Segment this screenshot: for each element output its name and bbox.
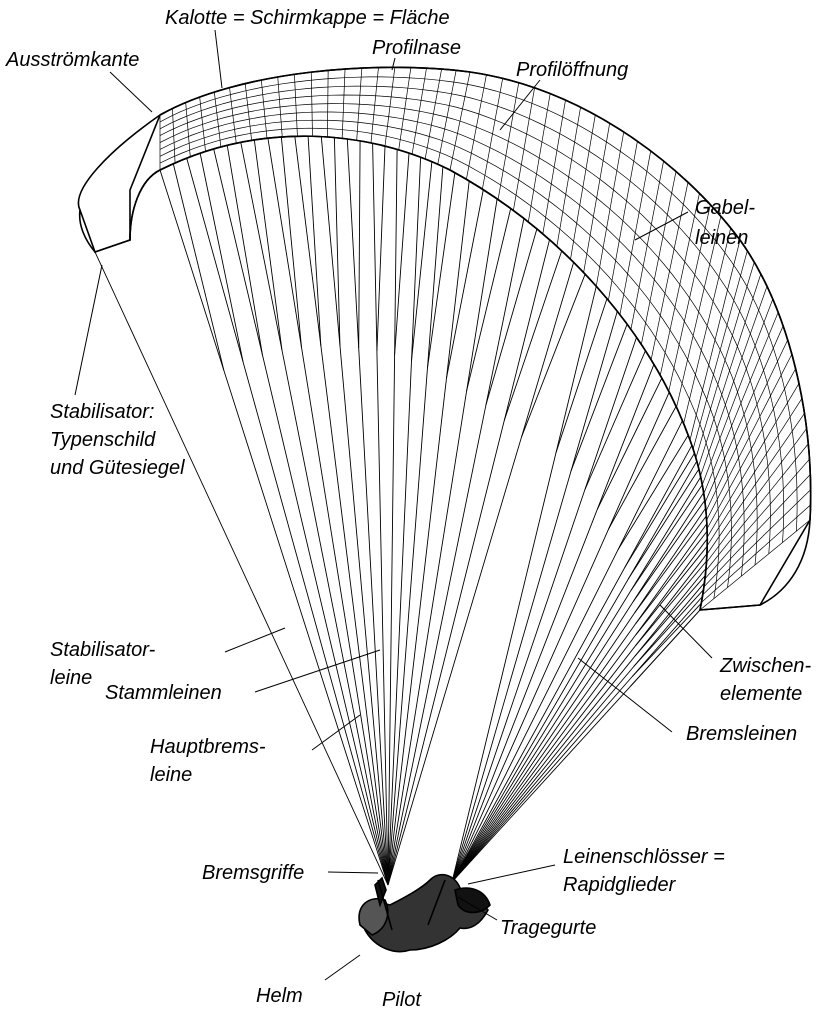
cascade-line (625, 453, 695, 567)
cascade-line (504, 251, 561, 421)
suspension-line (452, 524, 707, 882)
label-hauptbremsleine-2: leine (150, 764, 192, 786)
stabilizer-line (95, 252, 388, 885)
suspension-line (241, 142, 388, 885)
label-tragegurte: Tragegurte (500, 917, 596, 939)
label-profilnase: Profilnase (372, 37, 461, 59)
suspension-line (452, 508, 706, 882)
suspension-line (452, 554, 707, 882)
cascade-line (556, 299, 607, 453)
suspension-line (452, 477, 701, 882)
leader-leinenschloesser (468, 865, 555, 884)
suspension-line (321, 137, 388, 885)
suspension-line (452, 445, 692, 882)
label-stammleinen: Stammleinen (105, 682, 222, 704)
canopy-chord-line (160, 112, 744, 576)
label-zwischenelemente-2: elemente (720, 683, 802, 705)
label-stabilisatorleine-2: leine (50, 667, 92, 689)
suspension-line (187, 158, 388, 885)
label-stabilisatorleine-1: Stabilisator- (50, 639, 156, 661)
pilot-figure (359, 875, 490, 952)
label-stabilisator-3: und Gütesiegel (50, 457, 185, 479)
stabilizer-left (80, 115, 160, 252)
cascade-line (635, 531, 707, 624)
cascade-line (377, 146, 385, 351)
suspension-line (452, 597, 702, 883)
suspension-line (452, 311, 617, 882)
cascade-line (467, 209, 511, 391)
label-ausstroemkante: Ausströmkante (5, 49, 139, 71)
canopy-chord-line (160, 77, 797, 531)
label-leinenschloesser-1: Leinenschlösser = (563, 846, 725, 868)
canopy-chord-line (160, 120, 731, 587)
suspension-line (295, 136, 388, 885)
leader-bremsgriffe (328, 872, 378, 873)
cascade-line (200, 153, 243, 361)
suspension-line (452, 461, 697, 882)
leader-kalotte (215, 30, 222, 88)
suspension-line (160, 170, 388, 885)
label-stabilisator-1: Stabilisator: (50, 401, 155, 423)
cascade-line (585, 351, 646, 490)
label-pilot: Pilot (382, 989, 422, 1011)
suspension-line (388, 219, 524, 885)
label-helm: Helm (256, 985, 303, 1007)
suspension-line (388, 262, 574, 885)
leader-stabilisator (75, 265, 102, 395)
cascade-line (173, 164, 224, 370)
label-bremsleinen: Bremsleinen (686, 723, 797, 745)
canopy-chord-line (160, 95, 770, 554)
cascade-line (522, 274, 585, 437)
suspension-line (452, 583, 705, 882)
canopy-chord-line (160, 104, 757, 565)
suspension-line (452, 392, 669, 882)
cascade-line (359, 141, 360, 348)
label-zwischenelemente-1: Zwischen- (719, 655, 811, 677)
suspension-line (268, 138, 388, 885)
cascade-line (597, 378, 661, 509)
canopy-cell-grid (160, 67, 811, 610)
suspension-line (452, 337, 637, 882)
cascade-line (634, 590, 704, 667)
cascade-line (411, 162, 431, 361)
label-stabilisator-2: Typenschild (50, 429, 156, 451)
leading-edge (160, 67, 811, 520)
leader-ausstroemkante (110, 72, 152, 112)
label-hauptbremsleine-1: Hauptbrems- (150, 736, 266, 758)
suspension-line (452, 539, 707, 882)
suspension-line (452, 493, 704, 882)
cascade-line (254, 140, 282, 350)
leader-zwischenelemente (660, 605, 712, 658)
suspension-line (452, 364, 654, 882)
label-gabelleinen-2: leinen (695, 227, 748, 249)
suspension-line (214, 149, 388, 885)
label-bremsgriffe: Bremsgriffe (202, 862, 304, 884)
label-gabelleinen-1: Gabel- (695, 197, 755, 219)
label-kalotte: Kalotte = Schirmkappe = Fläche (165, 7, 450, 29)
cascade-line (486, 229, 537, 405)
suspension-line (347, 139, 388, 885)
leader-stabilisatorleine (225, 628, 285, 652)
label-profiloeffnung: Profilöffnung (516, 59, 628, 81)
cascade-line (631, 485, 702, 591)
cascade-line (308, 136, 321, 346)
suspension-line (388, 181, 469, 885)
leader-helm (325, 955, 360, 980)
label-leinenschloesser-2: Rapidglieder (563, 874, 677, 896)
leader-hauptbremsleine (312, 715, 360, 750)
leader-profiloeffnung (500, 80, 540, 130)
